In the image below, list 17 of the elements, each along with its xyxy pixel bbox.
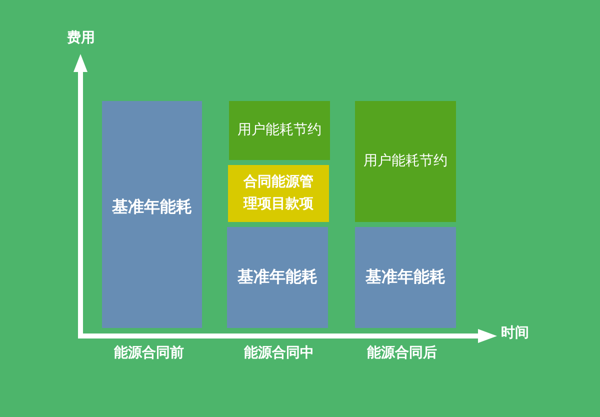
bar-segment [355, 227, 456, 328]
category-label: 能源合同前 [114, 345, 184, 362]
category-label: 能源合同中 [244, 345, 314, 362]
segment-label: 基准年能耗 [238, 266, 318, 288]
y-axis-label: 费用 [67, 30, 95, 47]
bar-segment [229, 101, 330, 160]
segment-label: 基准年能耗 [366, 266, 446, 288]
bar-segment [227, 227, 328, 328]
segment-label: 合同能源管理项目款项 [242, 172, 314, 214]
category-label: 能源合同后 [367, 345, 437, 362]
segment-label: 基准年能耗 [112, 196, 192, 218]
bar-segment [355, 101, 456, 222]
bar-segment [102, 101, 202, 328]
segment-label: 用户能耗节约 [238, 120, 322, 140]
x-axis-label: 时间 [501, 325, 529, 342]
segment-label: 用户能耗节约 [364, 152, 448, 171]
bar-segment [228, 165, 329, 222]
